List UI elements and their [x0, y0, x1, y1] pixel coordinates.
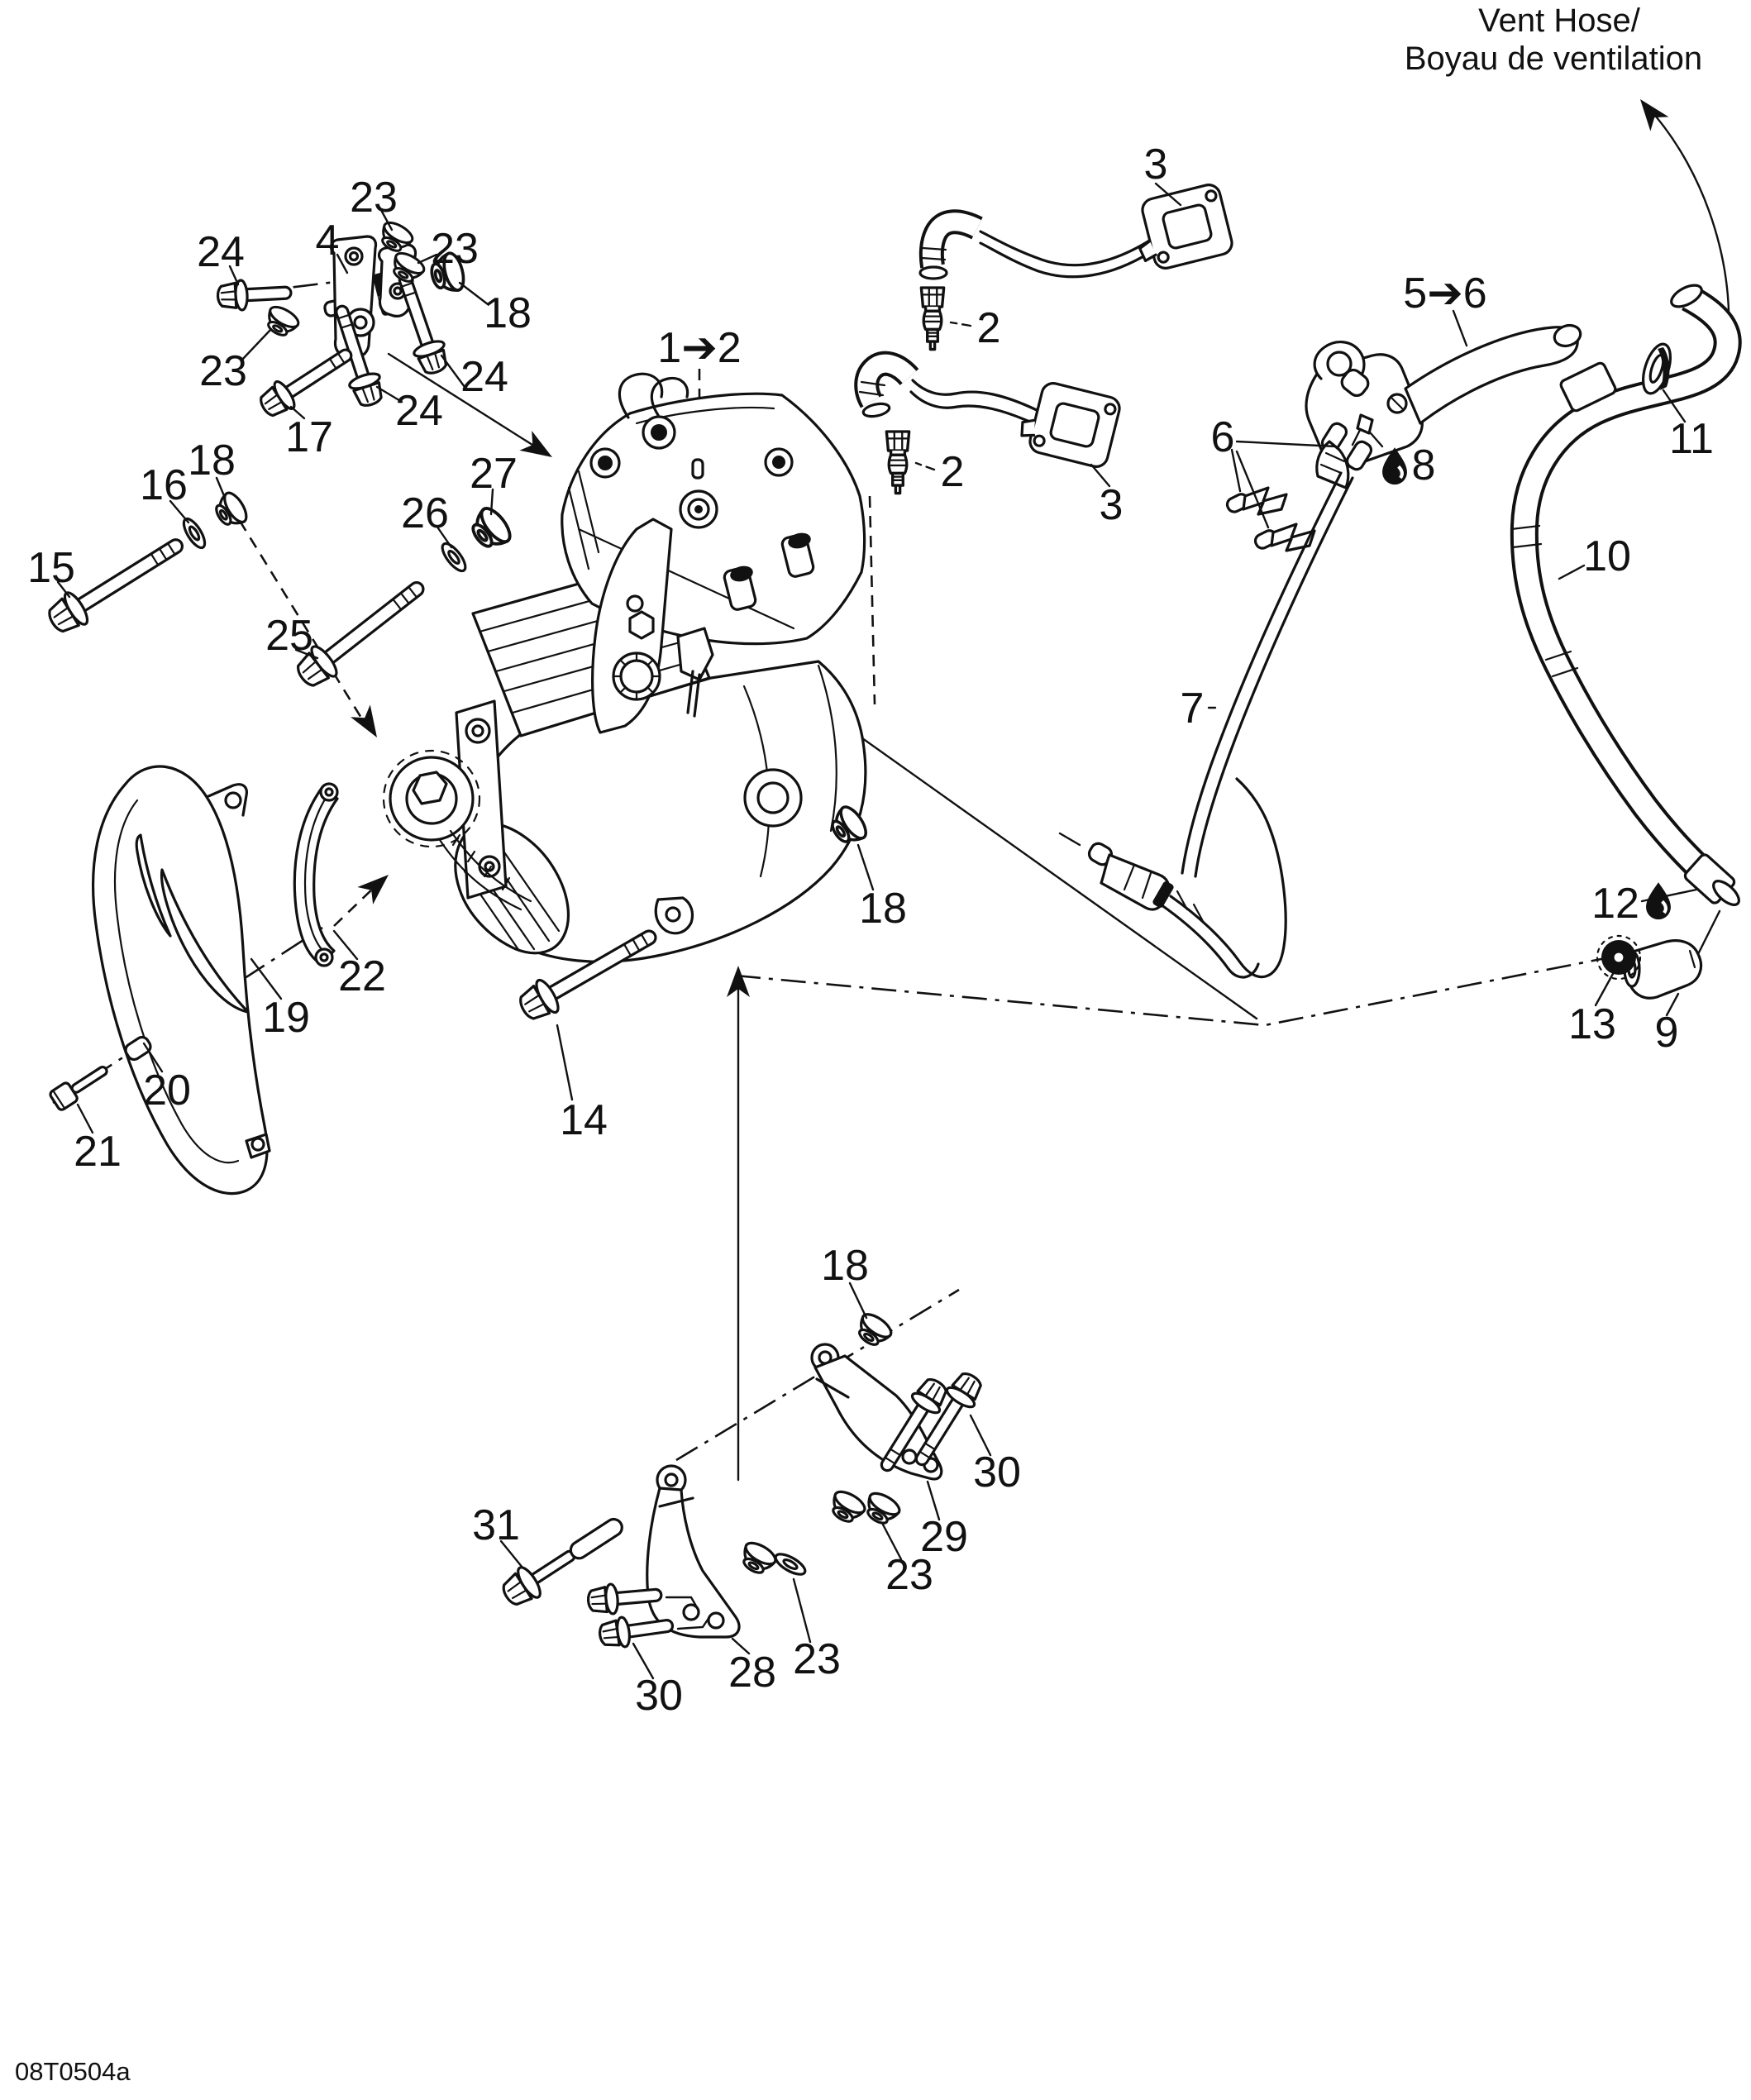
callout-16-label: 16 [140, 461, 188, 509]
bolt-21 [47, 1058, 113, 1113]
callout-9-label: 9 [1655, 1009, 1679, 1057]
callout-23-e-label: 23 [793, 1635, 841, 1683]
callout-25-label: 25 [265, 612, 313, 660]
washer-16 [179, 514, 210, 552]
cable-adjuster [1253, 523, 1316, 552]
callout-3-upper-label: 3 [1144, 141, 1168, 189]
callout-18-b-label: 18 [188, 437, 236, 484]
figure-code: 08T0504a [15, 2057, 131, 2086]
vent-hose-title-line2: Boyau de ventilation [1405, 41, 1702, 77]
support-bracket-right [810, 1343, 943, 1481]
callout-24-c-label: 24 [395, 387, 443, 435]
callout-10-label: 10 [1583, 532, 1631, 580]
washer-23e [771, 1549, 809, 1580]
engine-spark-tower [723, 566, 757, 611]
axis-line-gasket-arrow [333, 884, 378, 927]
engine-sprocket [382, 749, 532, 911]
spark-plug-upper [919, 286, 946, 351]
callout-4-label: 4 [316, 217, 340, 265]
callout-13-label: 13 [1568, 1000, 1616, 1048]
nut-23d [859, 1487, 904, 1530]
callout-11-label: 11 [1669, 415, 1714, 463]
cover-gasket [293, 782, 339, 967]
callout-24-a-label: 24 [197, 228, 245, 276]
axis-line-bolt15-arrow [238, 520, 368, 727]
throttle-cable [1058, 471, 1354, 979]
bolt-24a [215, 276, 293, 313]
arrow-bracket4-line [387, 352, 543, 452]
callout-26-label: 26 [401, 489, 449, 537]
engine-bracket-front [215, 217, 469, 423]
callout-2-lower-label: 2 [941, 448, 965, 496]
callout-15-label: 15 [27, 544, 75, 592]
callout-23-b-label: 23 [431, 225, 479, 273]
callout-24-b-label: 24 [460, 353, 508, 401]
engine-front-cover [591, 518, 714, 734]
nut-23c [260, 301, 303, 342]
callout-7-label: 7 [1181, 685, 1205, 733]
callout-5-6-label: 5➔6 [1403, 270, 1486, 317]
arrow-carb-line [832, 716, 1258, 1020]
callout-29-label: 29 [920, 1513, 968, 1561]
callout-8-label: 8 [1412, 441, 1436, 489]
callout-30-b-label: 30 [635, 1672, 683, 1720]
cable-lower-adjuster [1058, 832, 1174, 911]
callout-18-d-label: 18 [821, 1242, 869, 1290]
elbow-grommet [1596, 934, 1642, 981]
nut-23d [824, 1486, 870, 1529]
callout-18-a-label: 18 [484, 289, 532, 337]
bolt-17 [254, 337, 360, 423]
callout-12-label: 12 [1591, 880, 1639, 928]
callout-27-label: 27 [470, 450, 518, 498]
callout-23-c-label: 23 [199, 347, 247, 395]
axis-line-bracket-cluster [675, 1288, 960, 1462]
engine-spark-tower [780, 532, 815, 578]
callout-14-label: 14 [560, 1096, 608, 1144]
nut-18d [851, 1309, 896, 1353]
oil-drop-icon [1646, 882, 1671, 919]
callout-18-c-label: 18 [859, 885, 907, 933]
callout-23-d-label: 23 [885, 1551, 933, 1599]
callout-1-2-label: 1➔2 [657, 324, 741, 372]
engine-assembly [382, 372, 867, 963]
nut-23e [735, 1537, 780, 1580]
callout-31-label: 31 [472, 1501, 520, 1549]
nut-27 [464, 502, 517, 556]
callout-3-lower-label: 3 [1100, 481, 1124, 529]
callout-2-upper-label: 2 [977, 304, 1001, 352]
magneto-cover [92, 765, 271, 1196]
cable-adjuster [1225, 486, 1288, 516]
callout-17-label: 17 [285, 413, 333, 461]
nut-18b [209, 488, 252, 533]
callout-21-label: 21 [74, 1128, 122, 1176]
arrowhead-icon [519, 430, 559, 467]
leader-lines [56, 182, 1698, 1680]
callout-28-label: 28 [728, 1649, 776, 1697]
ignition-coil-upper [918, 181, 1236, 280]
support-bracket-left [646, 1464, 741, 1639]
callouts: 1➔2 2 2 3 3 4 5➔6 6 7 8 9 10 11 12 13 14… [27, 141, 1714, 1720]
washer-26 [437, 538, 471, 576]
throttle-lever-assembly [1225, 323, 1582, 552]
cover-hook-wire [650, 376, 689, 417]
ignition-coil-lower [854, 351, 1124, 470]
support-brackets [495, 1309, 989, 1652]
spark-plug-lower [885, 430, 911, 495]
callout-22-label: 22 [338, 952, 386, 1000]
callout-20-label: 20 [143, 1067, 191, 1114]
callout-19-label: 19 [262, 994, 310, 1042]
callout-23-a-label: 23 [350, 174, 398, 222]
callout-30-a-label: 30 [973, 1449, 1021, 1496]
vent-hose-title-line1: Vent Hose/ [1478, 2, 1641, 39]
axis-line-spark-plug-lower [868, 495, 876, 705]
cover-hook-wire [618, 372, 664, 419]
hose-grommet [1641, 342, 1672, 395]
hidden-line-engine-to-grommet [735, 956, 1610, 1027]
vent-hose [1510, 284, 1742, 906]
callout-6-label: 6 [1211, 413, 1235, 461]
